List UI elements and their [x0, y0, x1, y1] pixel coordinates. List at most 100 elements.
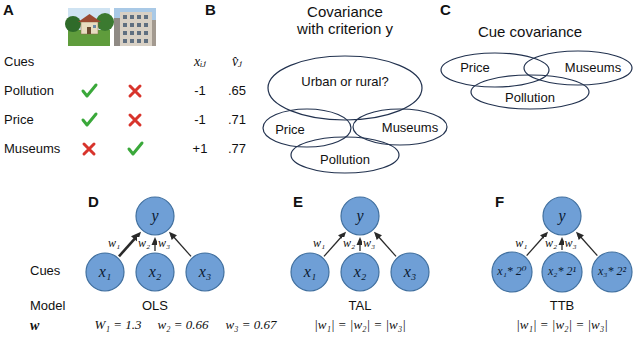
- variable-name: y: [558, 207, 565, 225]
- variable-name: x₂: [149, 263, 162, 281]
- ellipse-shape: [524, 51, 632, 85]
- weight-label: w₁: [514, 237, 528, 250]
- arrow-line: [359, 244, 360, 251]
- variable-circle: x₂* 2¹: [541, 251, 583, 293]
- rural-photo: [65, 8, 114, 46]
- arrow-line: [561, 244, 562, 250]
- variable-circle: x₃: [390, 252, 430, 292]
- column-header: xᵢⱼ: [194, 54, 206, 69]
- variable-name: x₂: [354, 263, 367, 281]
- weight-label: w₂: [544, 237, 558, 250]
- panel-title: Covariance with criterion y: [295, 4, 395, 37]
- panel-letter: B: [205, 2, 216, 19]
- row-label: Model: [30, 299, 65, 313]
- circle-shape: [341, 197, 379, 235]
- weight-value: w₂ = 0.66: [157, 318, 208, 332]
- ellipse-shape: [353, 109, 447, 145]
- variable-name: x₁* 2⁰: [497, 265, 526, 278]
- arrow-line: [324, 237, 341, 256]
- variable-circle: x₁: [85, 252, 125, 292]
- row-label: Cues: [4, 55, 34, 69]
- circle-shape: [592, 252, 632, 292]
- circle-shape: [492, 252, 532, 292]
- cross-mark: [84, 144, 94, 154]
- check-mark: [83, 114, 96, 125]
- circle-shape: [391, 253, 429, 291]
- variable-circle: x₃* 2²: [591, 251, 633, 293]
- cue-validity: .65: [228, 84, 246, 98]
- arrow-line: [527, 237, 544, 256]
- variable-name: x₁: [99, 263, 112, 281]
- cue-name: Museums: [382, 121, 438, 135]
- variable-circle: y: [542, 196, 582, 236]
- check-mark: [129, 143, 142, 154]
- cue-ellipse: Urban or rural?: [267, 55, 423, 121]
- weight-formula: |w₁| = |w₂| = |w₃|: [516, 318, 608, 332]
- circle-shape: [86, 253, 124, 291]
- arrow-line: [581, 237, 598, 256]
- circle-shape: [341, 253, 379, 291]
- variable-name: x₃* 2²: [598, 265, 626, 278]
- cue-ellipse: Price: [440, 52, 550, 88]
- variable-name: x₁: [304, 263, 317, 281]
- panel-letter: C: [440, 2, 451, 19]
- weight-arrow: [576, 232, 597, 256]
- weight-label: w₁: [312, 237, 326, 250]
- model-name: TTB: [550, 299, 575, 313]
- weight-label: w₂: [137, 237, 151, 250]
- variable-name: x₂* 2¹: [548, 265, 576, 278]
- weight-label: w₃: [157, 237, 171, 250]
- row-label: Cues: [30, 264, 60, 278]
- variable-circle: x₃: [185, 252, 225, 292]
- model-name: OLS: [142, 299, 168, 313]
- weight-label: w₂: [342, 237, 356, 250]
- cue-name: Pollution: [505, 91, 555, 105]
- variable-circle: x₂: [135, 252, 175, 292]
- weight-value: W₁ = 1.3: [95, 318, 142, 332]
- row-label: w: [30, 318, 39, 333]
- cue-name: Price: [460, 61, 490, 75]
- weight-label: w₃: [362, 237, 376, 250]
- cue-value: -1: [194, 113, 206, 127]
- cue-name: Pollution: [320, 153, 370, 167]
- cue-value: +1: [193, 142, 208, 156]
- variable-circle: y: [340, 196, 380, 236]
- cue-name: Urban or rural?: [301, 75, 388, 89]
- cue-name: Price: [275, 123, 305, 137]
- cue-ellipse: Pollution: [470, 74, 590, 110]
- ellipse-shape: [471, 75, 589, 109]
- variable-circle: y: [135, 196, 175, 236]
- circle-shape: [543, 197, 581, 235]
- weight-label: w₁: [107, 237, 121, 250]
- cue-name: Museums: [565, 61, 621, 75]
- panel-title: Cue covariance: [478, 24, 582, 41]
- panel-letter: A: [3, 2, 14, 19]
- model-name: TAL: [349, 299, 372, 313]
- circle-shape: [542, 252, 582, 292]
- arrow-line: [174, 237, 191, 256]
- variable-name: x₃: [404, 263, 417, 281]
- panel-letter: D: [88, 194, 99, 211]
- variable-circle: x₁: [290, 252, 330, 292]
- variable-name: y: [356, 207, 363, 225]
- arrow-line: [119, 238, 135, 256]
- panel-letter: E: [293, 194, 303, 211]
- ellipse-shape: [263, 109, 351, 147]
- weight-value: w₃ = 0.67: [225, 318, 276, 332]
- weight-label: w₃: [564, 237, 578, 250]
- cue-name: Museums: [4, 142, 60, 156]
- circle-shape: [291, 253, 329, 291]
- cue-ellipse: Pollution: [290, 136, 400, 174]
- check-mark: [83, 85, 96, 96]
- circle-shape: [136, 253, 174, 291]
- cue-value: -1: [194, 84, 206, 98]
- variable-circle: x₂: [340, 252, 380, 292]
- panel-letter: F: [495, 194, 504, 211]
- cue-ellipse: Museums: [523, 50, 633, 86]
- ellipse-outline: [440, 52, 550, 88]
- weight-arrow: [169, 232, 191, 257]
- cue-ellipse: Museums: [352, 108, 448, 146]
- ellipse-shape: [291, 137, 399, 173]
- weight-arrow: [374, 232, 396, 257]
